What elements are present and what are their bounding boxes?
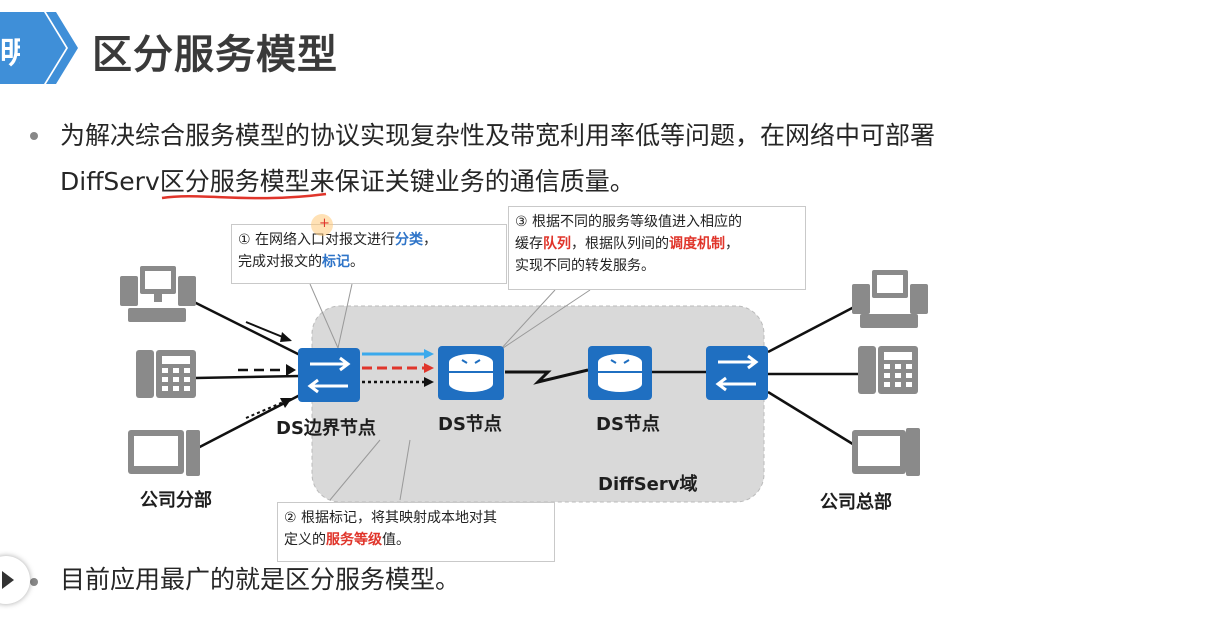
callout-2-tail: 值。: [382, 532, 410, 548]
callout-3-comma: ，: [725, 236, 739, 252]
pointer-highlight: +: [311, 214, 333, 236]
callout-3-keyword-scheduling: 调度机制: [669, 236, 725, 252]
branch-pc-icon: [120, 266, 196, 322]
play-icon: [2, 571, 14, 589]
branch-desktop-icon: [128, 430, 200, 476]
callout-3-text-4: 实现不同的转发服务。: [515, 258, 655, 274]
page-title: 区分服务模型: [92, 32, 338, 78]
bullet-1-line-1: 为解决综合服务模型的协议实现复杂性及带宽利用率低等问题，在网络中可部署: [60, 121, 936, 150]
bullet-dot: [30, 578, 38, 586]
highlighted-term: 区分服务模型: [159, 167, 310, 196]
title-bar: 明 区分服务模型: [0, 0, 1225, 92]
callout-1-text: 在网络入口对报文进行: [250, 232, 396, 248]
label-diffserv-domain: DiffServ域: [598, 474, 698, 495]
callout-1-text-2: 完成对报文的: [238, 254, 322, 270]
callout-3-text-2: 缓存: [515, 236, 543, 252]
callout-2-number: ②: [284, 510, 297, 526]
callout-service-level: ② 根据标记，将其映射成本地对其 定义的服务等级值。: [277, 502, 555, 562]
hq-desktop-icon: [852, 428, 920, 476]
ds-node-1-router-icon: [438, 346, 504, 400]
diffserv-text: DiffServ: [60, 167, 160, 196]
bullet-1-line-2: DiffServ区分服务模型来保证关键业务的通信质量。: [60, 160, 635, 204]
link-edge-to-hq-pc: [767, 304, 857, 354]
chapter-tab-glyph: 明: [0, 36, 20, 71]
hq-pc-icon: [852, 270, 928, 328]
hq-phone-icon: [858, 346, 918, 394]
label-branch-office: 公司分部: [140, 490, 212, 511]
bullet-2-text: 目前应用最广的就是区分服务模型。: [60, 565, 461, 594]
bullet-dot: [30, 132, 38, 140]
callout-3-connector: [499, 289, 556, 351]
callout-2-connector: [329, 439, 381, 501]
chapter-tab-icon: [0, 12, 78, 84]
label-ds-node-2: DS节点: [596, 414, 660, 435]
callout-3-keyword-queue: 队列: [543, 236, 571, 252]
bullet-1-tail: 来保证关键业务的通信质量。: [309, 167, 635, 196]
callout-3-text: 根据不同的服务等级值进入相应的: [527, 214, 743, 230]
link-phone-to-edge: [194, 374, 301, 380]
callout-1-keyword-classify: 分类: [395, 232, 424, 248]
callout-1-comma: ，: [423, 232, 438, 248]
link-edge-to-hq-desktop: [767, 390, 857, 448]
pointer-cross-icon: +: [319, 216, 330, 231]
callout-queue-scheduling: ③ 根据不同的服务等级值进入相应的 缓存队列，根据队列间的调度机制， 实现不同的…: [508, 206, 806, 290]
red-underline-mark: [161, 192, 327, 200]
callout-2-keyword-service-level: 服务等级: [326, 532, 382, 548]
hq-edge-switch-icon: [706, 346, 768, 400]
link-desktop-to-edge: [189, 393, 301, 454]
ds-node-2-router-icon: [588, 346, 652, 400]
branch-phone-icon: [136, 350, 196, 398]
callout-3-text-3: ，根据队列间的: [571, 236, 669, 252]
callout-2-text-2: 定义的: [284, 532, 326, 548]
callout-2-text: 根据标记，将其映射成本地对其: [296, 510, 498, 526]
wan-link: [505, 368, 589, 385]
link-pc-to-edge: [179, 293, 303, 358]
label-ds-edge-node: DS边界节点: [276, 418, 376, 439]
play-button[interactable]: [0, 556, 30, 604]
callout-1-keyword-mark: 标记: [322, 254, 350, 270]
callout-1-connector: [309, 283, 339, 349]
callout-1-period: 。: [350, 254, 364, 270]
callout-1-number: ①: [238, 232, 251, 248]
label-ds-node-1: DS节点: [438, 414, 502, 435]
ds-edge-switch-icon: [298, 348, 360, 402]
callout-3-number: ③: [515, 214, 528, 230]
callout-classification: ① 在网络入口对报文进行分类， 完成对报文的标记。: [231, 224, 507, 284]
label-headquarters: 公司总部: [820, 492, 892, 513]
